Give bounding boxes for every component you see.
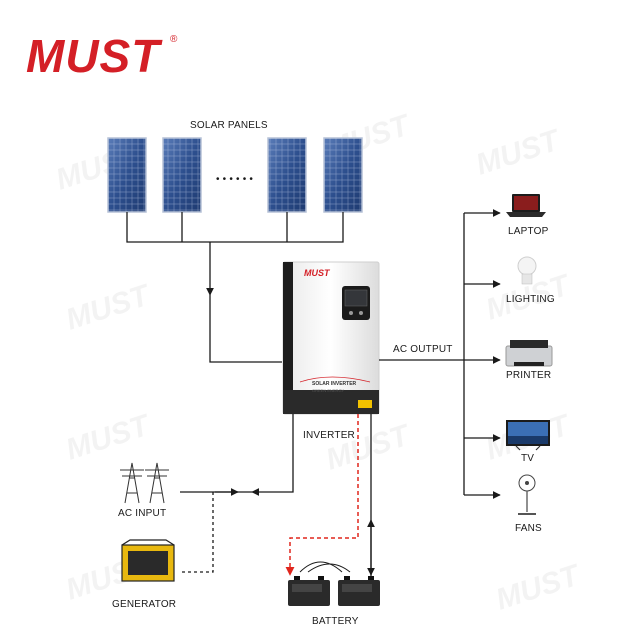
power-tower-icon	[120, 462, 169, 504]
load-label-fans: FANS	[515, 523, 542, 534]
load-fans: FANS	[515, 474, 542, 534]
solar-panel	[107, 137, 147, 213]
ac-input-tower: AC INPUT	[118, 462, 169, 519]
brand-logo: MUST ®	[26, 30, 178, 82]
inverter-panel-text: SOLAR INVERTER	[312, 381, 357, 387]
ac-output-wiring	[379, 209, 501, 499]
inverter-unit: MUST SOLAR INVERTER GREEN ENERGY	[282, 261, 380, 415]
printer-icon	[505, 340, 553, 367]
solar-panels-label: SOLAR PANELS	[190, 120, 268, 131]
generator: GENERATOR	[112, 539, 176, 610]
battery-icon	[338, 576, 380, 606]
fan-icon	[518, 474, 536, 515]
load-label-tv: TV	[521, 453, 534, 464]
solar-panel-array: • • • • • •	[107, 137, 363, 213]
watermark: MUST	[492, 558, 586, 616]
ac-output-label: AC OUTPUT	[393, 344, 453, 355]
load-label-printer: PRINTER	[506, 370, 551, 381]
generator-label: GENERATOR	[112, 599, 176, 610]
load-label-laptop: LAPTOP	[508, 226, 549, 237]
load-label-lighting: LIGHTING	[506, 294, 555, 305]
watermark: MUST	[62, 408, 156, 466]
ac-input-label: AC INPUT	[118, 508, 166, 519]
battery-icon	[288, 576, 330, 606]
generator-icon	[121, 539, 175, 582]
load-printer: PRINTER	[505, 340, 553, 381]
watermark: MUST	[62, 278, 156, 336]
laptop-icon	[506, 194, 546, 217]
inverter-display	[342, 286, 370, 320]
inverter-sub-text: GREEN ENERGY	[312, 388, 345, 393]
load-lighting: LIGHTING	[506, 256, 555, 305]
light-bulb-icon	[517, 256, 537, 285]
battery-label: BATTERY	[312, 616, 359, 627]
inverter-label: INVERTER	[303, 430, 355, 441]
tv-icon	[506, 420, 550, 451]
registered-mark: ®	[170, 34, 178, 45]
watermark: MUST	[472, 123, 566, 181]
battery-bank: BATTERY	[288, 576, 380, 627]
watermark: MUST	[322, 418, 416, 476]
ac-input-wiring	[180, 414, 294, 573]
inverter-logo: MUST	[304, 268, 331, 278]
load-tv: TV	[506, 420, 550, 464]
more-panels-ellipsis: • • • • • •	[216, 174, 253, 185]
panel-wiring	[126, 212, 344, 363]
solar-panel	[267, 137, 307, 213]
load-laptop: LAPTOP	[506, 194, 549, 237]
solar-panel	[323, 137, 363, 213]
brand-logo-text: MUST	[26, 30, 163, 82]
solar-panel	[162, 137, 202, 213]
battery-wiring	[285, 414, 375, 580]
